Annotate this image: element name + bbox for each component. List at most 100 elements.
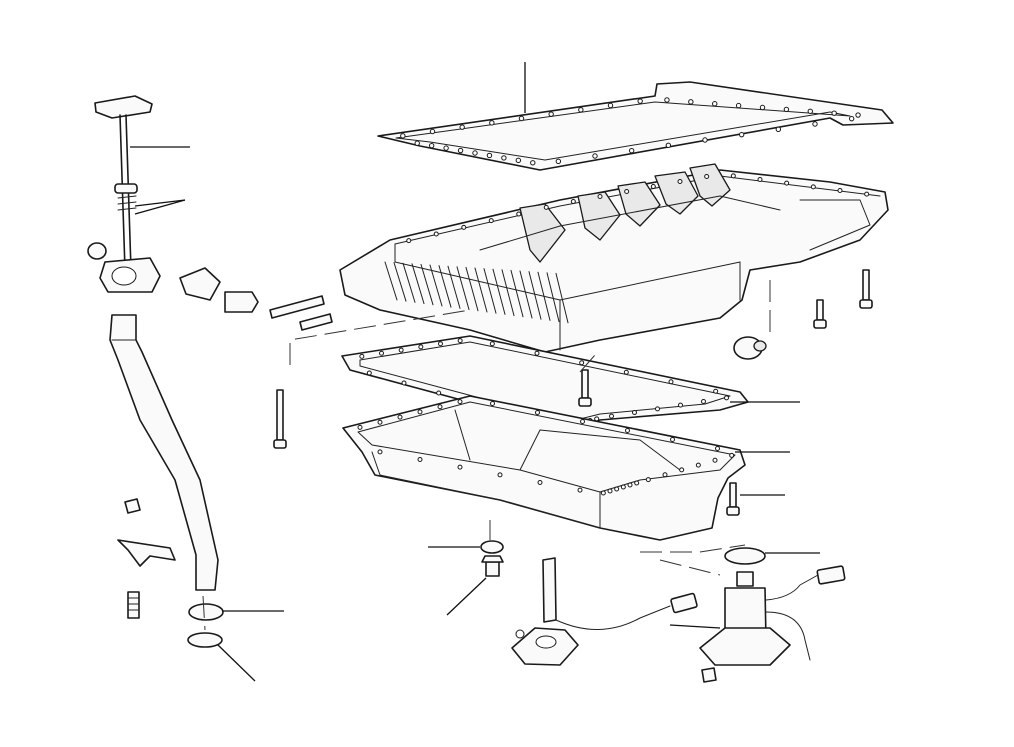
pan-bolt-hole xyxy=(600,490,606,496)
bolt-head xyxy=(859,299,873,309)
oil-level-sensor xyxy=(511,557,698,666)
gasket-bolt-hole xyxy=(400,133,406,139)
drain-plug xyxy=(480,540,504,577)
gasket-bolt-hole xyxy=(438,341,443,347)
bolt-shank xyxy=(581,369,589,399)
cooling-fin xyxy=(474,267,488,313)
callout-drain-plug xyxy=(446,577,487,616)
gasket-bolt-hole xyxy=(702,137,708,143)
gasket-bolt-hole xyxy=(555,158,562,165)
pan-bolt-hole xyxy=(377,449,383,455)
gasket-bolt-hole xyxy=(807,108,813,114)
gasket-bolt-hole xyxy=(724,395,729,401)
pan-bolt-hole xyxy=(437,404,443,410)
pan-bolt-hole xyxy=(715,446,720,451)
alignment-lines xyxy=(202,280,771,631)
dipstick-handle xyxy=(94,95,153,119)
sensor-plug xyxy=(816,565,846,585)
flange-bolt-hole xyxy=(864,191,870,197)
cooling-fin xyxy=(537,271,551,321)
gasket-bolt-hole xyxy=(578,107,584,113)
flange-bolt-hole xyxy=(516,211,522,217)
cooling-fin xyxy=(429,264,443,307)
lower-sump-gasket xyxy=(341,335,749,433)
gasket-bolt-hole xyxy=(665,142,672,149)
mounting-bracket xyxy=(117,539,176,567)
pan-bolt-hole xyxy=(679,467,685,473)
gasket-bolt-hole xyxy=(594,416,600,422)
drain-plug-washer xyxy=(480,540,504,554)
cooling-fin xyxy=(501,269,515,317)
pan-bolt-hole xyxy=(614,486,620,492)
gasket-bolt-hole xyxy=(418,344,424,350)
pan-bolt-hole xyxy=(607,488,613,494)
gasket-bolt-hole xyxy=(607,102,614,109)
flange-bolt-hole xyxy=(757,177,763,182)
flange-bolt-hole xyxy=(677,179,683,184)
flange-bolt-hole xyxy=(784,180,790,186)
bracket-stud xyxy=(127,591,140,619)
gasket-bolt-hole xyxy=(428,142,435,149)
hex-nut xyxy=(124,498,141,514)
cooling-fin xyxy=(555,272,569,324)
gasket-bolt-hole xyxy=(688,99,694,105)
lower-sump-pan xyxy=(342,395,746,541)
bolt-head xyxy=(726,506,740,516)
cooling-fin xyxy=(411,263,425,305)
cooling-fin xyxy=(420,263,434,306)
cooling-fin xyxy=(492,268,506,315)
gasket-bolt-hole xyxy=(628,147,635,154)
bolt-shank xyxy=(729,482,737,508)
flange-bolt-hole xyxy=(810,184,816,190)
bolt-head xyxy=(813,319,827,329)
cooling-fin xyxy=(465,266,479,312)
gasket-bolt-hole xyxy=(429,128,436,135)
gasket-bolt-hole xyxy=(738,131,745,138)
gasket-bolt-hole xyxy=(678,402,683,408)
gasket-bolt-hole xyxy=(712,101,718,107)
gasket-bolt-hole xyxy=(489,120,495,126)
cooling-fin xyxy=(546,272,560,323)
gasket-bolt-hole xyxy=(579,360,585,366)
pan-bolt-hole xyxy=(627,482,633,488)
gasket-bolt-hole xyxy=(655,406,660,412)
blanking-plug xyxy=(733,336,767,360)
pan-bolt-hole xyxy=(712,457,718,463)
pan-bolt-hole xyxy=(695,462,701,468)
bolt-shank xyxy=(862,269,870,301)
cooling-fin xyxy=(483,268,497,314)
oil-temperature-sensor xyxy=(699,547,846,683)
pan-bolt-hole xyxy=(577,487,583,493)
gasket-bolt-hole xyxy=(855,112,861,118)
pan-bolt-hole xyxy=(377,419,383,425)
gasket-bolt-hole xyxy=(783,106,790,113)
dipstick-seal xyxy=(114,183,138,194)
pan-bolt-hole xyxy=(634,480,640,486)
flange-bolt-hole xyxy=(650,184,656,189)
gasket-bolt-hole xyxy=(486,152,493,159)
flange-bolt-hole xyxy=(406,238,412,244)
pan-bolt-hole xyxy=(645,477,651,483)
gasket-bolt-hole xyxy=(623,369,629,375)
cooling-fin xyxy=(510,269,524,318)
upper-sump-gasket xyxy=(377,81,894,171)
gasket-bolt-hole xyxy=(501,155,507,161)
cooling-fin xyxy=(528,271,542,320)
dipstick-tube xyxy=(109,314,219,591)
drain-plug-body xyxy=(485,561,500,577)
cooling-fin xyxy=(519,270,533,319)
callout-leaders xyxy=(130,62,820,682)
pan-bolt-hole xyxy=(580,419,585,424)
pan-bolt-hole xyxy=(670,437,675,442)
gasket-bolt-hole xyxy=(443,145,449,151)
pan-bolt-hole xyxy=(662,472,668,478)
gasket-bolt-hole xyxy=(637,98,643,104)
pan-bolt-hole xyxy=(397,414,403,420)
gasket-bolt-hole xyxy=(831,110,837,116)
gasket-bolt-hole xyxy=(664,97,670,103)
gasket-bolt-hole xyxy=(609,413,614,419)
gasket-bolt-hole xyxy=(592,153,598,159)
upper-sump-body xyxy=(339,163,889,353)
gasket-bolt-hole xyxy=(414,140,420,146)
flange-bolt-hole xyxy=(570,199,576,204)
